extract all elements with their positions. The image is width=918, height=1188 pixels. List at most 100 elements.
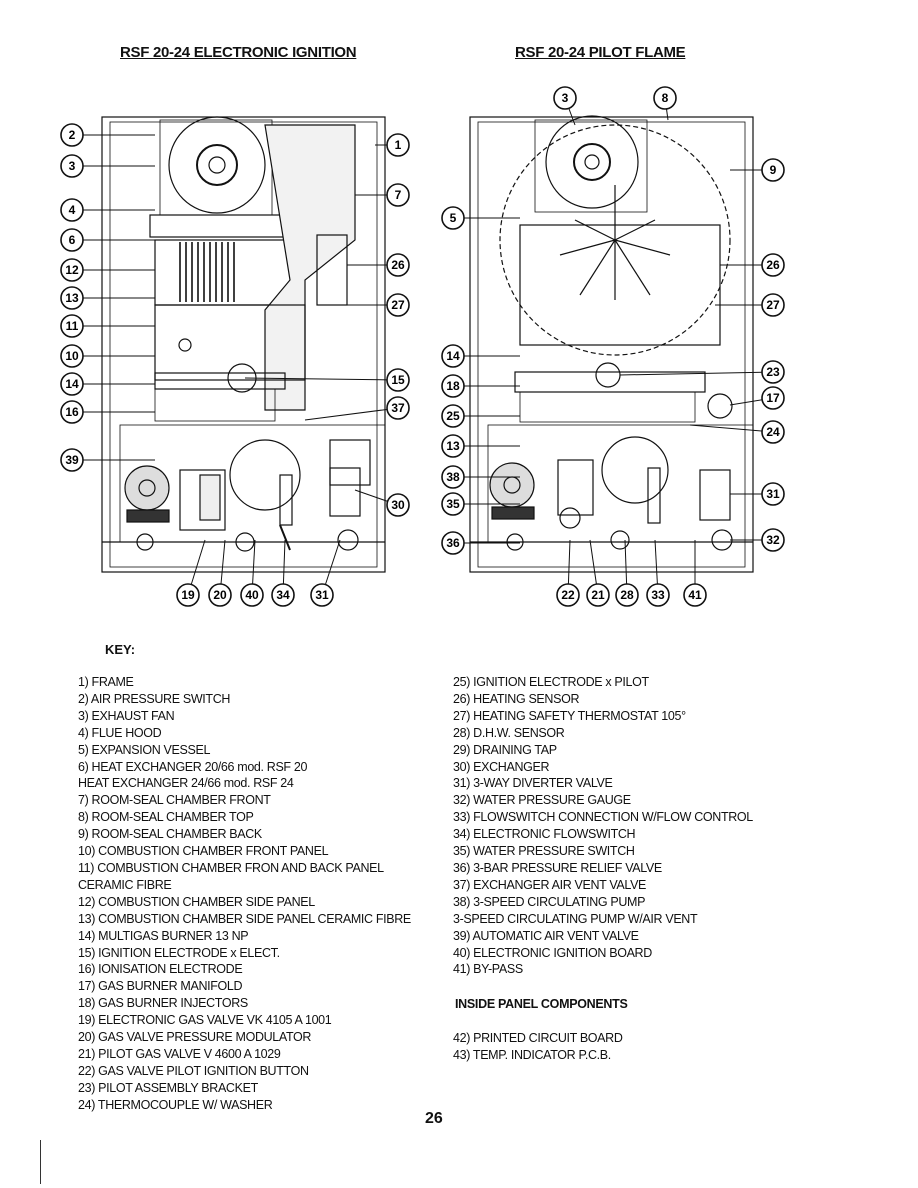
key-item: 6) HEAT EXCHANGER 20/66 mod. RSF 20 [78,759,308,774]
key-item: CERAMIC FIBRE [78,877,172,892]
callout-bubble: 27 [335,293,410,317]
callout-number: 31 [315,588,329,602]
key-item: 9) ROOM-SEAL CHAMBER BACK [78,827,262,842]
callout-number: 27 [391,298,405,312]
callout-number: 8 [662,91,669,105]
callout-number: 9 [770,163,777,177]
page-number: 26 [425,1110,443,1127]
callout-number: 20 [213,588,227,602]
callout-bubble: 26 [347,253,410,277]
callout-number: 10 [65,349,79,363]
callout-number: 2 [69,128,76,142]
callout-number: 3 [562,91,569,105]
key-item: 42) PRINTED CIRCUIT BOARD [453,1031,623,1045]
key-item: 22) GAS VALVE PILOT IGNITION BUTTON [78,1063,309,1078]
callout-number: 7 [395,188,402,202]
callout-bubble: 41 [683,540,707,607]
diagram-title-pilot-flame: RSF 20-24 PILOT FLAME [515,44,686,61]
callout-number: 17 [766,391,780,405]
callout-bubble: 35 [441,492,520,516]
key-item: 18) GAS BURNER INJECTORS [78,996,248,1011]
key-item: 31) 3-WAY DIVERTER VALVE [453,776,613,791]
key-item: 10) COMBUSTION CHAMBER FRONT PANEL [78,844,329,859]
callout-bubble: 14 [441,344,520,368]
callout-number: 16 [65,405,79,419]
callout-number: 25 [446,409,460,423]
callout-number: 3 [69,159,76,173]
key-item: 33) FLOWSWITCH CONNECTION W/FLOW CONTROL [453,810,753,825]
callout-number: 18 [446,379,460,393]
key-item: 25) IGNITION ELECTRODE x PILOT [453,675,649,689]
key-item: 32) WATER PRESSURE GAUGE [453,793,631,808]
callout-number: 35 [446,497,460,511]
callout-number: 5 [450,211,457,225]
key-list-inside-panel: 42) PRINTED CIRCUIT BOARD 43) TEMP. INDIC… [453,1030,623,1064]
key-item: 40) ELECTRONIC IGNITION BOARD [453,945,652,960]
diagram-title-electronic-ignition: RSF 20-24 ELECTRONIC IGNITION [120,44,357,61]
callout-number: 32 [766,533,780,547]
key-item: 43) TEMP. INDICATOR P.C.B. [453,1047,611,1062]
callout-bubble: 34 [271,539,295,607]
callout-bubble: 25 [441,404,520,428]
key-item: 19) ELECTRONIC GAS VALVE VK 4105 A 1001 [78,1013,332,1028]
key-item: 38) 3-SPEED CIRCULATING PUMP [453,894,646,909]
callout-bubble: 26 [720,253,785,277]
callout-bubble: 8 [653,86,677,121]
callout-bubble: 31 [730,482,785,506]
callout-number: 33 [651,588,665,602]
callout-number: 13 [446,439,460,453]
key-list-right: 25) IGNITION ELECTRODE x PILOT 26) HEATIN… [453,674,753,978]
callout-number: 21 [591,588,605,602]
callout-bubble: 31 [310,539,341,607]
key-item: 29) DRAINING TAP [453,742,557,757]
callout-bubble: 10 [60,344,155,368]
key-item: 16) IONISATION ELECTRODE [78,962,243,977]
key-item: 14) MULTIGAS BURNER 13 NP [78,928,249,943]
key-item: 13) COMBUSTION CHAMBER SIDE PANEL CERAMI… [78,911,411,926]
key-item: 27) HEATING SAFETY THERMOSTAT 105° [453,708,686,723]
callout-number: 37 [391,401,405,415]
callout-number: 4 [69,203,76,217]
key-item: 12) COMBUSTION CHAMBER SIDE PANEL [78,894,315,909]
key-item: HEAT EXCHANGER 24/66 mod. RSF 24 [78,776,294,791]
callout-bubble: 19 [176,539,206,607]
callout-bubble: 3 [60,154,155,178]
callout-bubble: 18 [441,374,520,398]
key-item: 3-SPEED CIRCULATING PUMP W/AIR VENT [453,911,698,926]
key-item: 7) ROOM-SEAL CHAMBER FRONT [78,793,271,808]
callout-number: 13 [65,291,79,305]
callout-bubble: 30 [354,489,410,517]
callout-number: 26 [766,258,780,272]
callout-number: 40 [245,588,259,602]
callout-number: 22 [561,588,575,602]
callout-number: 34 [276,588,290,602]
key-item: 34) ELECTRONIC FLOWSWITCH [453,827,636,842]
callout-bubble: 5 [441,206,520,230]
key-item: 24) THERMOCOUPLE W/ WASHER [78,1097,273,1112]
key-item: 41) BY-PASS [453,962,523,977]
callout-bubble: 14 [60,372,155,396]
key-item: 15) IGNITION ELECTRODE x ELECT. [78,945,280,960]
key-item: 30) EXCHANGER [453,759,550,774]
callout-bubble: 6 [60,228,155,252]
callout-bubble: 4 [60,198,155,222]
callout-bubble: 13 [441,434,520,458]
callout-number: 14 [65,377,79,391]
key-item: 26) HEATING SENSOR [453,691,580,706]
key-item: 28) D.H.W. SENSOR [453,725,565,740]
margin-mark [40,1140,41,1184]
callout-bubble: 33 [646,539,670,607]
key-item: 21) PILOT GAS VALVE V 4600 A 1029 [78,1046,281,1061]
key-item: 23) PILOT ASSEMBLY BRACKET [78,1080,258,1095]
callout-number: 27 [766,298,780,312]
callout-number: 1 [395,138,402,152]
key-item: 39) AUTOMATIC AIR VENT VALVE [453,928,639,943]
key-item: 3) EXHAUST FAN [78,708,175,723]
callout-number: 24 [766,425,780,439]
key-item: 35) WATER PRESSURE SWITCH [453,844,635,859]
callout-bubble: 7 [355,183,410,207]
